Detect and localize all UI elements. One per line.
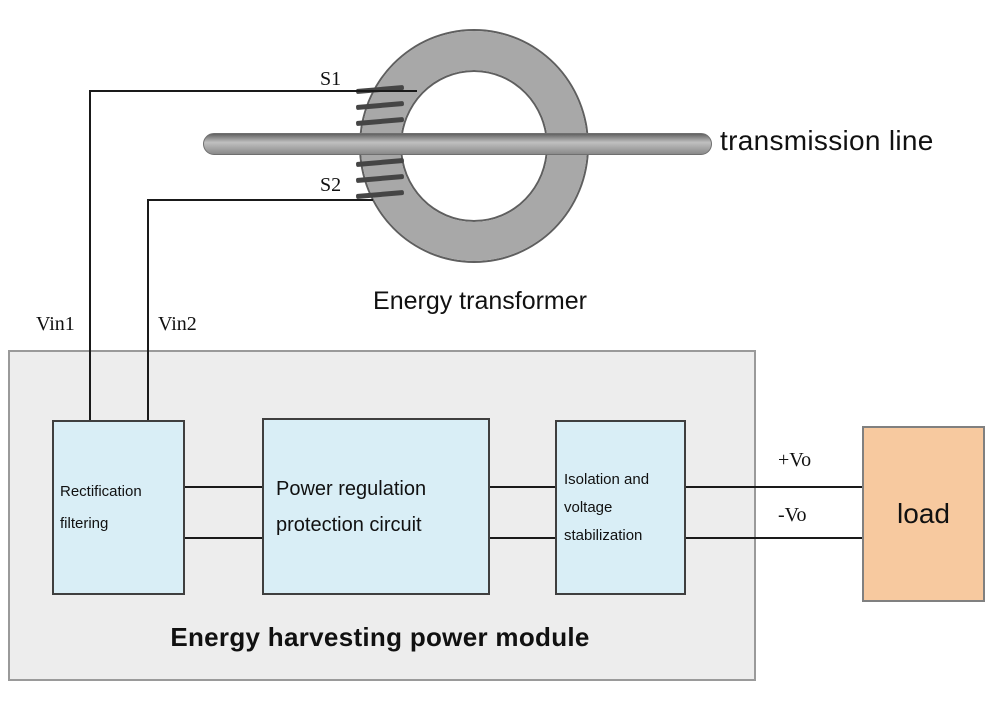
block-label: Power regulation protection circuit [276,477,427,536]
block-label: Isolation and voltage stabilization [564,470,650,544]
wire-block2-block3-top [490,486,555,488]
wire-output-positive [686,486,862,488]
transmission-line-bar [203,133,712,155]
load-label: load [897,498,950,529]
wire-vin1-vertical [89,90,91,420]
vo-positive-label: +Vo [778,449,812,471]
wire-block1-block2-top [185,486,262,488]
wire-s1-horizontal [89,90,417,92]
vin1-label: Vin1 [36,313,75,335]
wire-s2-horizontal [147,199,373,201]
s2-label: S2 [320,174,342,196]
block-power-regulation-protection: Power regulation protection circuit [262,418,490,595]
block-label: Rectification filtering [60,482,142,532]
energy-transformer-label: Energy transformer [373,287,587,315]
load-box: load [862,426,985,602]
wire-block2-block3-bottom [490,537,555,539]
block-rectification-filtering: Rectification filtering [52,420,185,595]
transmission-line-label: transmission line [720,125,934,156]
vin2-label: Vin2 [158,313,197,335]
s1-label: S1 [320,68,342,90]
block-isolation-voltage-stabilization: Isolation and voltage stabilization [555,420,686,595]
wire-output-negative [686,537,862,539]
vo-negative-label: -Vo [778,504,807,526]
energy-harvesting-module-label: Energy harvesting power module [170,622,590,652]
wire-vin2-vertical [147,199,149,420]
wire-block1-block2-bottom [185,537,262,539]
